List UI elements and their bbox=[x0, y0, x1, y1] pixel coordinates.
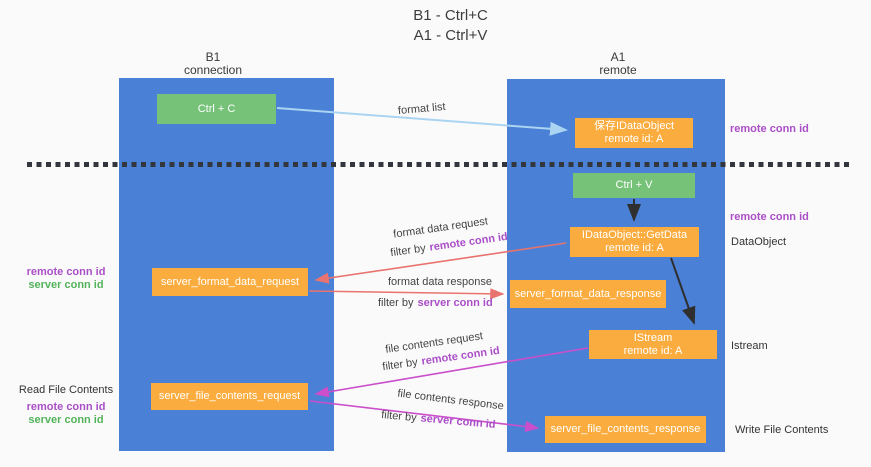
lane-header-a1: A1 remote bbox=[548, 51, 688, 77]
lane-b1-name: B1 bbox=[205, 50, 221, 64]
label-format-list: format list bbox=[397, 100, 447, 118]
arrow-format-data-response bbox=[308, 288, 505, 300]
label-left-remote-conn-id-1: remote conn id bbox=[26, 266, 106, 278]
label-group-format-conn-ids: remote conn id server conn id bbox=[18, 266, 114, 292]
lane-b1-role: connection bbox=[183, 63, 243, 77]
node-ctrl-v-label: Ctrl + V bbox=[615, 179, 653, 191]
filter-prefix: filter by bbox=[380, 409, 418, 425]
node-ctrl-v: Ctrl + V bbox=[573, 173, 695, 198]
lane-a1-role: remote bbox=[599, 63, 637, 77]
filter-key-server-conn-id: server conn id bbox=[417, 297, 493, 309]
title-line-1: B1 - Ctrl+C bbox=[413, 7, 488, 24]
label-file-contents-response: file contents response bbox=[396, 387, 505, 413]
label-left-remote-conn-id-2: remote conn id bbox=[26, 401, 106, 413]
title-line-2: A1 - Ctrl+V bbox=[413, 27, 488, 44]
node-ctrl-c-label: Ctrl + C bbox=[197, 102, 236, 115]
label-remote-conn-id-mid: remote conn id bbox=[730, 211, 809, 223]
lane-a1-name: A1 bbox=[610, 50, 626, 64]
node-server-format-data-response: server_format_data_response bbox=[510, 280, 666, 308]
label-format-data-response: format data response bbox=[388, 276, 492, 288]
label-write-file-contents: Write File Contents bbox=[735, 424, 829, 436]
node-server-format-data-request: server_format_data_request bbox=[152, 268, 308, 296]
label-left-server-conn-id-2: server conn id bbox=[28, 414, 104, 426]
node-istream-line1: IStream bbox=[633, 331, 673, 344]
filter-prefix: filter by bbox=[381, 356, 419, 374]
node-save-line1: 保存IDataObject bbox=[593, 120, 675, 132]
label-remote-conn-id-top: remote conn id bbox=[730, 123, 809, 135]
node-istream: IStream remote id: A bbox=[589, 330, 717, 359]
node-format-response-label: server_format_data_response bbox=[514, 287, 662, 300]
label-dataobject: DataObject bbox=[731, 236, 787, 248]
label-istream: Istream bbox=[731, 340, 768, 352]
node-file-request-label: server_file_contents_request bbox=[158, 390, 301, 402]
node-save-idataobject: 保存IDataObject remote id: A bbox=[575, 118, 693, 148]
label-read-file-contents: Read File Contents bbox=[18, 384, 114, 396]
node-server-file-contents-request: server_file_contents_request bbox=[151, 383, 308, 410]
label-group-file-conn-ids: Read File Contents remote conn id server… bbox=[18, 384, 114, 427]
node-idataobject-getdata: IDataObject::GetData remote id: A bbox=[570, 227, 699, 257]
diagram-title: B1 - Ctrl+C A1 - Ctrl+V bbox=[30, 6, 871, 46]
node-save-line2: remote id: A bbox=[604, 133, 664, 145]
node-ctrl-c: Ctrl + C bbox=[157, 94, 276, 124]
label-left-server-conn-id-1: server conn id bbox=[28, 279, 104, 291]
node-getdata-line2: remote id: A bbox=[605, 242, 664, 254]
node-file-response-label: server_file_contents_response bbox=[550, 423, 701, 435]
node-server-file-contents-response: server_file_contents_response bbox=[545, 416, 706, 443]
filter-prefix: filter by bbox=[389, 242, 427, 260]
node-istream-line2: remote id: A bbox=[623, 344, 683, 357]
filter-prefix: filter by bbox=[378, 297, 414, 309]
node-getdata-line1: IDataObject::GetData bbox=[581, 229, 688, 241]
node-format-request-label: server_format_data_request bbox=[160, 275, 300, 288]
lane-header-b1: B1 connection bbox=[143, 51, 283, 77]
filter-key-server-conn-id: server conn id bbox=[420, 412, 497, 431]
